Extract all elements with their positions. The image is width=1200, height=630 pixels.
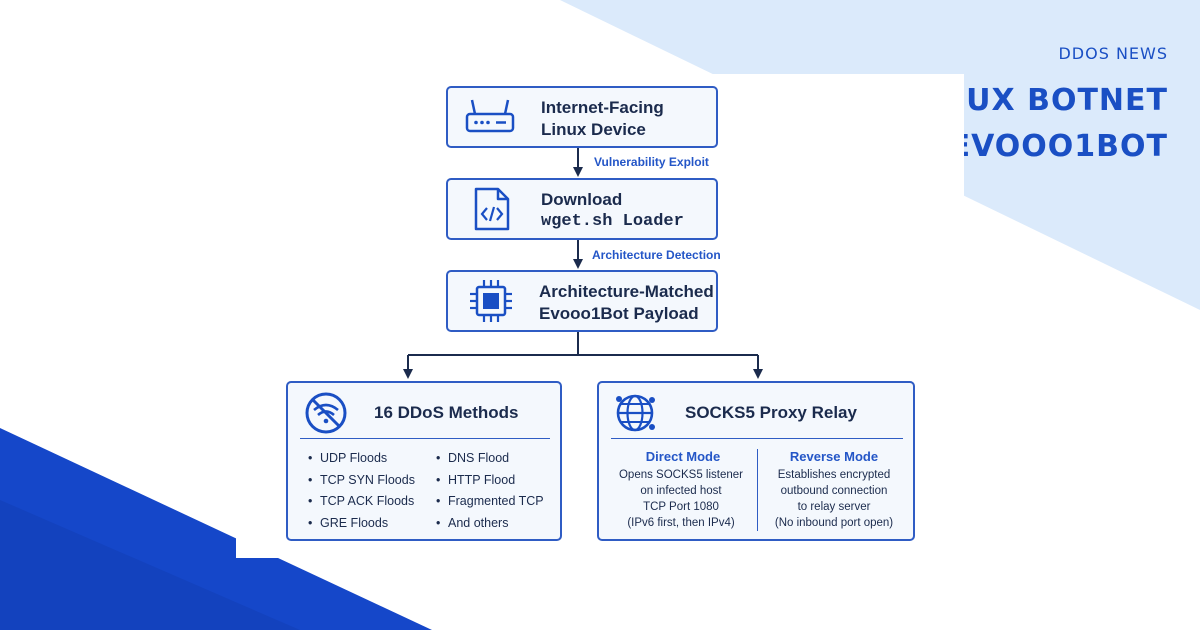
reverse-mode-title: Reverse Mode [789,449,879,464]
node-payload-title: Architecture-Matched Evooo1Bot Payload [539,281,714,325]
list-item: HTTP Flood [436,473,544,487]
node-device: Internet-Facing Linux Device [446,86,718,148]
reverse-mode-line: outbound connection [780,485,888,497]
chip-icon [470,280,512,322]
list-item: TCP ACK Floods [308,494,415,508]
connector-lines [403,148,763,379]
list-item: UDP Floods [308,451,415,465]
list-item: GRE Floods [308,516,415,530]
ddos-list-right: DNS Flood HTTP Flood Fragmented TCP And … [436,451,544,537]
reverse-mode-line: to relay server [797,501,871,513]
code-file-icon [474,187,510,231]
list-item: And others [436,516,544,530]
direct-mode-line: TCP Port 1080 [643,501,719,513]
direct-mode-text: Opens SOCKS5 listener on infected host T… [605,467,757,531]
proxy-mode-separator [757,449,758,531]
node-download: Download wget.sh Loader [446,178,718,240]
direct-mode-line: (IPv6 first, then IPv4) [627,517,735,529]
direct-mode-title: Direct Mode [645,449,721,464]
node-payload: Architecture-Matched Evooo1Bot Payload [446,270,718,332]
ddos-divider [300,438,550,439]
brand-kicker: DDOS NEWS [1058,44,1168,63]
reverse-mode-text: Establishes encrypted outbound connectio… [759,467,909,531]
node-download-line1: Download [541,190,623,209]
globe-network-icon [616,394,655,432]
router-icon [465,99,515,133]
diagram-panel: Vulnerability Exploit Architecture Detec… [236,74,964,558]
reverse-mode-line: Establishes encrypted [777,469,891,481]
node-device-line2: Linux Device [541,120,646,139]
list-item: Fragmented TCP [436,494,544,508]
node-device-line1: Internet-Facing [541,98,664,117]
node-download-title: Download wget.sh Loader [541,189,684,233]
brand-title-line2: EVOOO1BOT [949,129,1168,164]
dark-blue-wedge-highlight [0,500,300,630]
no-wifi-icon [305,392,347,434]
node-proxy: SOCKS5 Proxy Relay Direct Mode Opens SOC… [597,381,915,541]
edge-label-detection: Architecture Detection [592,248,721,262]
ddos-list-left: UDP Floods TCP SYN Floods TCP ACK Floods… [308,451,415,537]
direct-mode-line: Opens SOCKS5 listener [618,469,743,481]
direct-mode-line: on infected host [640,485,722,497]
node-payload-line1: Architecture-Matched [539,282,714,301]
list-item: DNS Flood [436,451,544,465]
node-download-line2: wget.sh Loader [541,212,684,231]
proxy-divider [611,438,903,439]
edge-label-exploit: Vulnerability Exploit [594,155,709,169]
node-device-title: Internet-Facing Linux Device [541,97,664,141]
node-payload-line2: Evooo1Bot Payload [539,304,699,323]
node-ddos-title: 16 DDoS Methods [374,403,519,422]
list-item: TCP SYN Floods [308,473,415,487]
node-proxy-title: SOCKS5 Proxy Relay [685,403,857,422]
node-ddos: 16 DDoS Methods UDP Floods TCP SYN Flood… [286,381,562,541]
reverse-mode-line: (No inbound port open) [774,517,894,529]
